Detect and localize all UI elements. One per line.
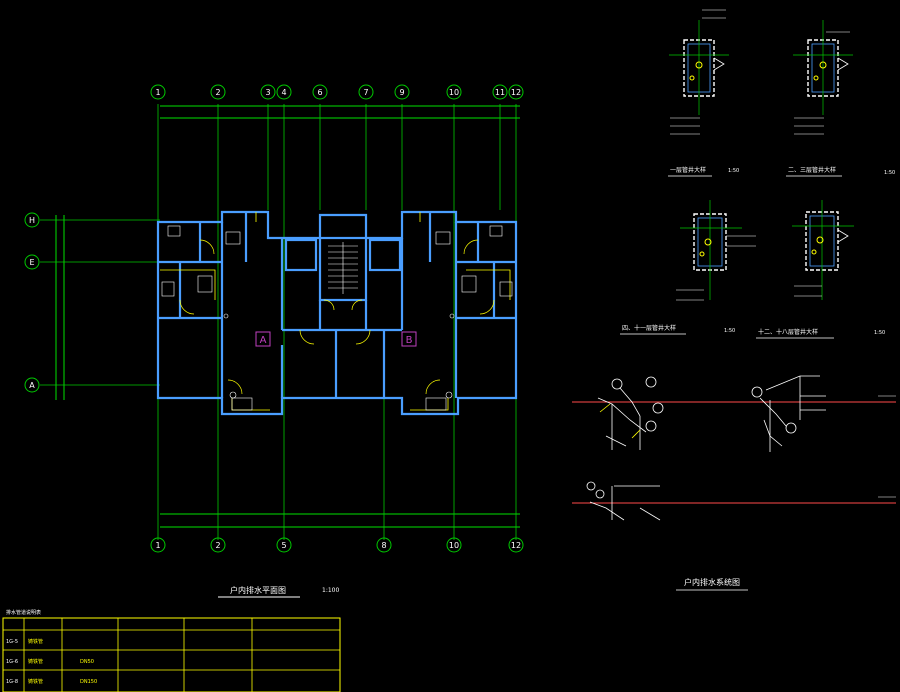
detail-1: 一层管井大样 1:50 (668, 9, 739, 177)
axis-label: 2 (215, 88, 220, 97)
detail-4: 十二、十八层管井大样 1:50 (756, 200, 885, 339)
unit-b-label: B (406, 335, 413, 346)
axis-bubbles-left (24, 212, 40, 393)
legend-table: 排水管道说明表 1G-5 铸铁管 1G-6 铸铁管 DN50 1G-8 铸铁管 … (2, 609, 341, 692)
axis-label: H (29, 216, 35, 225)
stair-treads (328, 242, 358, 294)
legend-name: 铸铁管 (28, 638, 43, 645)
detail-2: 二、三层管井大样 1:50 (786, 20, 895, 177)
unit-a-label: A (260, 335, 267, 346)
axis-grid-vertical (157, 104, 517, 540)
detail-title: 二、三层管井大样 (788, 166, 836, 174)
detail-title: 四、十一层管井大样 (622, 324, 676, 332)
legend-code: 1G-6 (6, 659, 18, 665)
detail-3: 四、十一层管井大样 1:50 (620, 200, 756, 335)
system-diagram: 户内排水系统图 (572, 375, 896, 591)
legend-header: 排水管道说明表 (6, 609, 41, 616)
door-swings (179, 239, 495, 395)
axis-label: A (29, 381, 35, 390)
axis-label: 7 (363, 88, 368, 97)
legend-code: 1G-5 (6, 639, 18, 645)
plan-scale: 1:100 (322, 587, 339, 594)
axis-label: 2 (215, 541, 220, 550)
top-dimension-lines (55, 105, 520, 528)
detail-title: 一层管井大样 (670, 166, 706, 174)
axis-label: 1 (155, 541, 160, 550)
axis-grid-horizontal (40, 219, 160, 386)
axis-labels-left: H E A (29, 216, 35, 390)
unit-a-box (255, 331, 271, 347)
axis-labels-top: 1 2 3 4 6 7 9 10 11 12 (155, 88, 521, 97)
axis-label: 4 (281, 88, 286, 97)
fixtures (161, 225, 513, 411)
axis-label: 9 (399, 88, 404, 97)
axis-label: 10 (449, 541, 459, 550)
detail-scale: 1:50 (884, 170, 895, 176)
axis-label: 5 (281, 541, 286, 550)
axis-label: 12 (511, 541, 521, 550)
axis-label: E (29, 258, 34, 267)
building-walls (156, 210, 518, 416)
axis-label: 3 (265, 88, 270, 97)
axis-label: 6 (317, 88, 322, 97)
legend-size: DN50 (80, 659, 94, 665)
unit-b-box (401, 331, 417, 347)
axis-bubbles-bottom (150, 537, 524, 553)
detail-scale: 1:50 (728, 168, 739, 174)
axis-bubbles-top (150, 84, 524, 100)
legend-name: 铸铁管 (28, 678, 43, 685)
detail-scale: 1:50 (724, 328, 735, 334)
axis-label: 10 (449, 88, 459, 97)
floor-plan: 1 2 3 4 6 7 9 10 11 12 1 2 5 8 10 12 (24, 84, 524, 598)
detail-title: 十二、十八层管井大样 (758, 328, 818, 336)
system-title: 户内排水系统图 (684, 577, 740, 587)
detail-scale: 1:50 (874, 330, 885, 336)
plan-title: 户内排水平面图 (230, 585, 286, 595)
axis-label: 1 (155, 88, 160, 97)
legend-name: 铸铁管 (28, 658, 43, 665)
legend-code: 1G-8 (6, 679, 18, 685)
axis-labels-bottom: 1 2 5 8 10 12 (155, 541, 521, 550)
axis-label: 8 (381, 541, 386, 550)
detail-drawings: 一层管井大样 1:50 二、三层管井大样 1:50 (620, 9, 895, 339)
axis-label: 12 (511, 88, 521, 97)
axis-label: 11 (495, 88, 505, 97)
legend-size: DN150 (80, 679, 97, 685)
